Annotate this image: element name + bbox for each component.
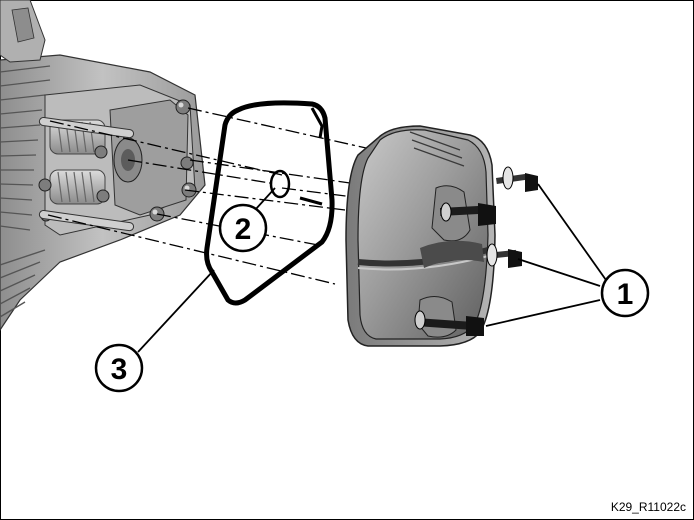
cylinder-head-assembly <box>0 0 206 332</box>
spark-plug-seal <box>269 169 291 199</box>
figure-code: K29_R11022c <box>610 500 686 514</box>
callout-1-label: 1 <box>617 278 634 311</box>
cover-gasket <box>204 100 335 306</box>
callout-1: 1 <box>600 268 650 318</box>
callout-3-label: 3 <box>111 353 128 386</box>
callout-3: 3 <box>94 343 144 393</box>
callout-2: 2 <box>218 203 268 253</box>
cylinder-head-cover <box>345 125 496 347</box>
callout-leader-lines <box>137 183 607 353</box>
callout-2-label: 2 <box>235 213 252 246</box>
cover-screws <box>414 166 538 336</box>
